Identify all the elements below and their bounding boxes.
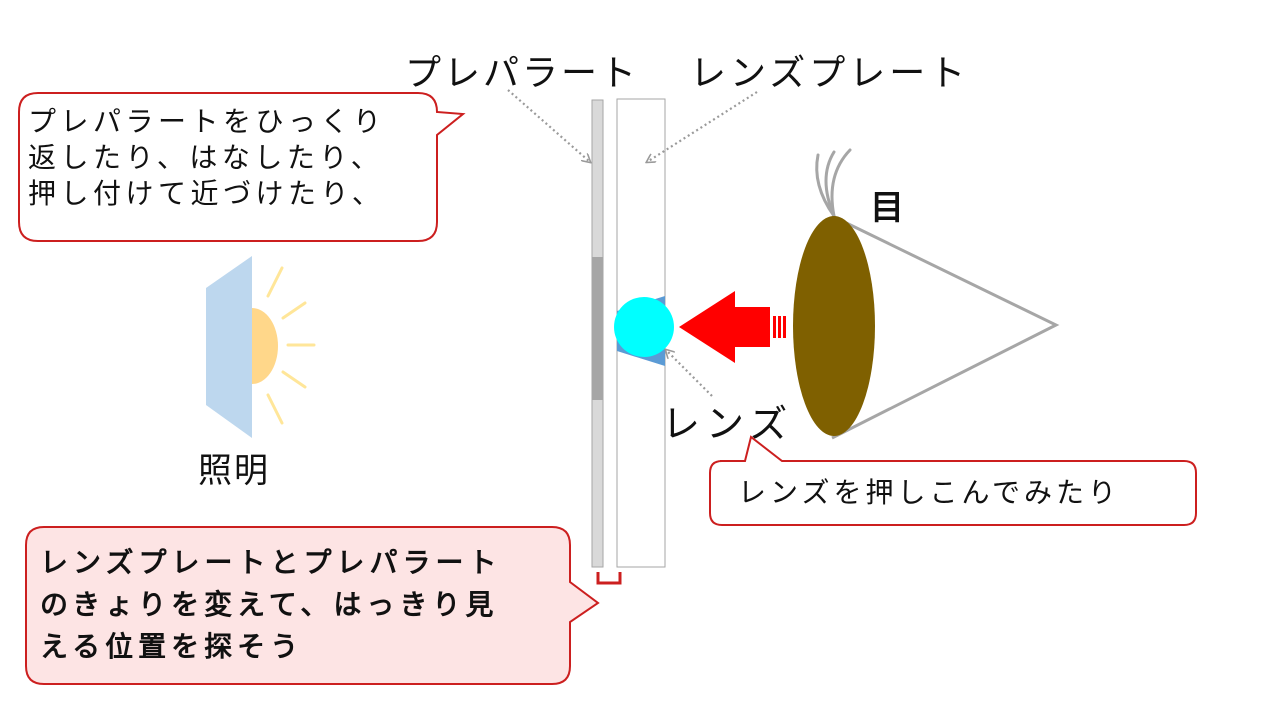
eyelashes <box>815 148 852 218</box>
light-source <box>206 256 316 438</box>
eye-cone <box>831 214 1060 440</box>
callout-flip-line: 返したり、はなしたり、 <box>28 141 384 174</box>
callout-push-lens-line: レンズを押しこんでみたり <box>738 476 1121 509</box>
distance-bracket <box>596 572 622 585</box>
lens-leader <box>666 350 713 397</box>
preparat-leader <box>507 89 590 162</box>
eye <box>793 148 1060 440</box>
light-panel <box>206 256 252 438</box>
callout-flip-text: プレパラートをひっくり 返したり、はなしたり、 押し付けて近づけたり、 <box>28 104 386 212</box>
callout-distance-bubble <box>25 526 600 685</box>
eye-lens <box>793 216 875 436</box>
lens-plate-label: レンズプレート <box>690 53 970 94</box>
callout-flip-bubble <box>18 92 466 242</box>
callout-flip-line: プレパラートをひっくり <box>28 105 386 138</box>
callout-distance-line: のきょりを変えて、はっきり見 <box>40 588 499 621</box>
preparat-slide <box>591 99 604 568</box>
specimen-area <box>592 257 603 400</box>
push-arrow <box>679 291 786 363</box>
callout-distance-line: える位置を探そう <box>40 630 304 663</box>
lens-label: レンズ <box>662 402 794 446</box>
preparat-label: プレパラート <box>405 53 640 94</box>
lens-ball <box>614 297 674 357</box>
lens-plate-leader <box>647 91 758 162</box>
leaders <box>507 89 758 397</box>
light-rays <box>266 266 316 425</box>
callout-distance-text: レンズプレートとプレパラート のきょりを変えて、はっきり見 える位置を探そう <box>40 542 501 668</box>
eye-label: 目 <box>870 188 904 228</box>
lighting-label: 照明 <box>198 451 270 491</box>
callout-distance-line: レンズプレートとプレパラート <box>40 546 502 579</box>
callout-push-lens-bubble <box>709 435 1197 526</box>
callout-push-lens-text: レンズを押しこんでみたり <box>738 475 1120 511</box>
light-sun <box>252 308 278 384</box>
callout-flip-line: 押し付けて近づけたり、 <box>28 177 385 210</box>
